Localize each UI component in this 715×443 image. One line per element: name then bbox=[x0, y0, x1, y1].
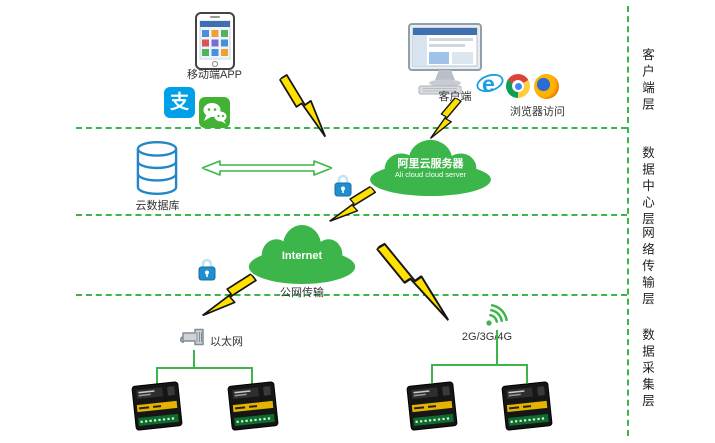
public-transmission-label: 公网传输 bbox=[280, 287, 324, 299]
ethernet-tree-stem bbox=[193, 350, 195, 368]
chrome-browser-icon bbox=[506, 74, 530, 98]
layer-label-client: 客户端层 bbox=[640, 48, 654, 114]
cellular-tree-branch-right bbox=[526, 364, 528, 383]
plc-device bbox=[501, 381, 553, 431]
layer-divider-vertical bbox=[627, 6, 629, 436]
ethernet-tree-branch-left bbox=[156, 367, 158, 384]
layer-label-datacenter: 数据中心层 bbox=[640, 146, 654, 229]
ali-cloud-label-en: Ali cloud cloud server bbox=[394, 170, 467, 179]
desktop-monitor-icon bbox=[408, 23, 482, 95]
layer-divider-1 bbox=[76, 127, 627, 129]
ie-glyph: e bbox=[482, 71, 495, 97]
firefox-browser-icon bbox=[534, 74, 559, 99]
plc-device bbox=[131, 381, 183, 431]
ethernet-tree-crossbar bbox=[156, 367, 253, 369]
security-lock-icon bbox=[197, 258, 217, 282]
ie-browser-icon: e bbox=[476, 71, 504, 97]
alipay-icon: 支 bbox=[164, 87, 195, 118]
cellular-tree-branch-left bbox=[431, 364, 433, 383]
alipay-glyph: 支 bbox=[169, 92, 189, 113]
layer-label-network: 网络传输层 bbox=[640, 226, 654, 309]
client-label: 客户端 bbox=[438, 91, 472, 103]
browser-access-label: 浏览器访问 bbox=[510, 106, 565, 118]
cellular-label: 2G/3G/4G bbox=[461, 331, 513, 343]
cloud-database-label: 云数据库 bbox=[135, 200, 180, 212]
ethernet-connector-icon bbox=[180, 328, 204, 346]
ethernet-label: 以太网 bbox=[210, 336, 243, 348]
smartphone-icon bbox=[195, 12, 235, 70]
ali-cloud-label-cn: 阿里云服务器 bbox=[397, 158, 464, 170]
wechat-icon bbox=[199, 97, 230, 128]
layer-divider-2 bbox=[76, 214, 627, 216]
mobile-app-label: 移动端APP bbox=[186, 69, 242, 81]
plc-device bbox=[227, 381, 279, 431]
wireless-signal-icon bbox=[486, 304, 508, 326]
cloud-database-icon bbox=[136, 141, 178, 195]
lightning-link-internet-cellular bbox=[366, 240, 464, 322]
plc-device bbox=[406, 381, 458, 431]
layer-label-acquisition: 数据采集层 bbox=[640, 328, 654, 411]
cellular-tree-stem bbox=[496, 330, 498, 365]
ethernet-tree-branch-right bbox=[251, 367, 253, 384]
cellular-tree-crossbar bbox=[431, 364, 528, 366]
sync-double-arrow bbox=[202, 160, 332, 176]
layer-divider-3 bbox=[76, 294, 627, 296]
internet-label: Internet bbox=[281, 250, 323, 262]
